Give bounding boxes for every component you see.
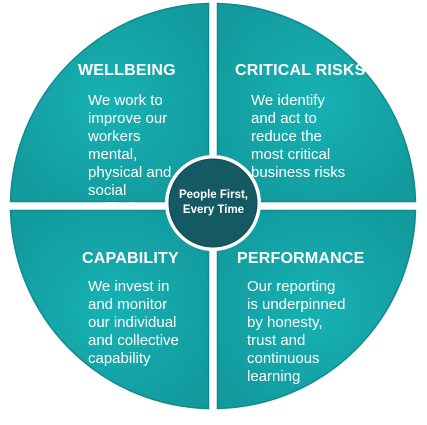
performance-line: by honesty, [247, 314, 323, 331]
capability-title: CAPABILITY [82, 250, 179, 267]
center-label: People First, Every Time [165, 173, 262, 233]
capability-line: and monitor [88, 296, 168, 313]
capability-line: capability [88, 350, 151, 367]
quadrant-wellbeing-shape [9, 2, 210, 203]
center-hub [168, 158, 258, 248]
performance-line: continuous [247, 350, 320, 367]
critical-risks-line: business risks [251, 164, 346, 181]
performance-line: is underpinned [247, 296, 346, 313]
wellbeing-line: We work to [88, 92, 163, 109]
critical-risks-line: most critical [251, 146, 331, 163]
quadrant-capability-shape [9, 209, 210, 410]
capability-line: our individual [88, 314, 177, 331]
performance-line: trust and [247, 332, 306, 349]
wellbeing-line: mental, [88, 146, 138, 163]
critical-risks-title: CRITICAL RISKS [235, 62, 366, 79]
performance-line: learning [247, 368, 301, 385]
capability-line: We invest in [88, 278, 170, 295]
performance-line: Our reporting [247, 278, 336, 295]
critical-risks-line: We identify [251, 92, 325, 109]
quadrant-critical-risks-shape [216, 2, 417, 203]
center-label-line1: People First, [178, 189, 249, 201]
wellbeing-title: WELLBEING [78, 62, 176, 79]
critical-risks-line: reduce the [251, 128, 322, 145]
center-label-line2: Every Time [182, 204, 245, 216]
wellbeing-line: improve our [88, 110, 168, 127]
capability-body: We invest in and monitor our individual … [88, 278, 179, 368]
capability-line: and collective [88, 332, 179, 349]
wellbeing-line: physical and [88, 164, 172, 181]
wellbeing-line: social [88, 182, 127, 199]
performance-title: PERFORMANCE [237, 250, 365, 267]
quadrant-performance-shape [216, 209, 417, 410]
critical-risks-line: and act to [251, 110, 317, 127]
wellbeing-line: workers [88, 128, 141, 145]
wellbeing-line: wellbeing [88, 200, 171, 206]
critical-risks-body: We identify and act to reduce the most c… [251, 92, 345, 182]
wellbeing-text-clip: We work to improve our workers mental, p… [70, 84, 200, 206]
performance-body: Our reporting is underpinned by honesty,… [247, 278, 345, 386]
wellbeing-body: We work to improve our workers mental, p… [88, 92, 171, 206]
